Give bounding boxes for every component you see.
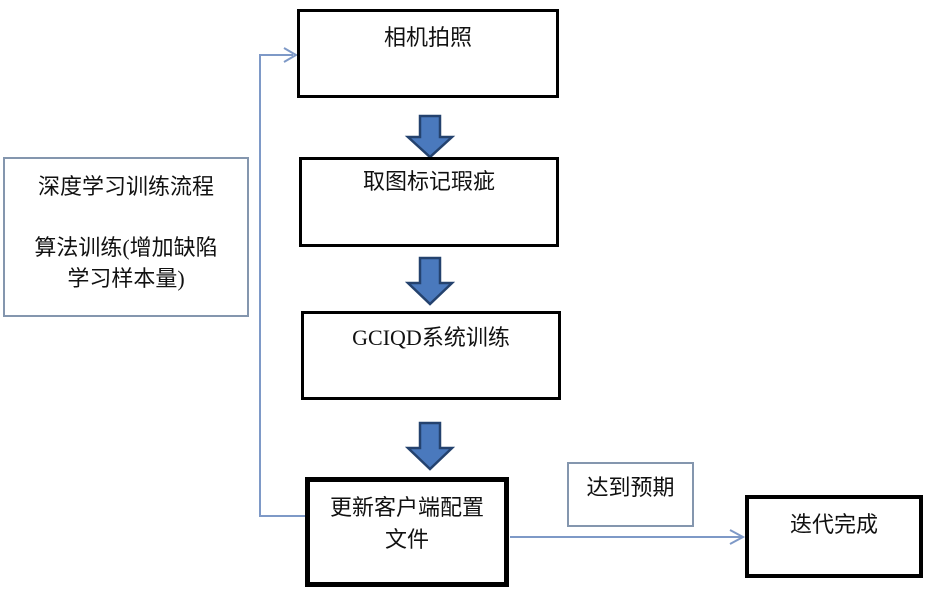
condition-label: 达到预期: [586, 475, 675, 500]
down-block-arrow-2: [404, 256, 456, 306]
step-label: 迭代完成: [789, 512, 878, 537]
step-box-gciqd-training: GCIQD系统训练: [301, 311, 561, 400]
step-label-line: 文件: [384, 527, 429, 552]
loop-connector-line: [259, 54, 305, 517]
down-block-arrow-3: [404, 421, 456, 471]
step-box-mark-defects: 取图标记瑕疵: [299, 157, 559, 247]
step-box-camera-capture: 相机拍照: [297, 9, 559, 98]
result-connector-arrowhead: [729, 529, 746, 545]
step-label-line: 更新客户端配置: [329, 495, 484, 520]
step-box-update-client-config: 更新客户端配置 文件: [305, 477, 509, 587]
loop-connector-arrowhead: [283, 47, 298, 63]
note-line: 深度学习训练流程: [37, 174, 214, 199]
end-box-iteration-done: 迭代完成: [745, 495, 923, 578]
condition-label-box-expectation-met: 达到预期: [567, 462, 694, 527]
note-line: 算法训练(增加缺陷: [34, 235, 218, 260]
step-label: 取图标记瑕疵: [362, 169, 495, 194]
side-note-box-training-process: 深度学习训练流程 算法训练(增加缺陷 学习样本量): [3, 157, 249, 317]
step-label: GCIQD系统训练: [352, 325, 510, 350]
down-block-arrow-1: [404, 114, 456, 159]
step-label: 相机拍照: [383, 25, 472, 50]
note-line: 学习样本量): [67, 266, 185, 291]
